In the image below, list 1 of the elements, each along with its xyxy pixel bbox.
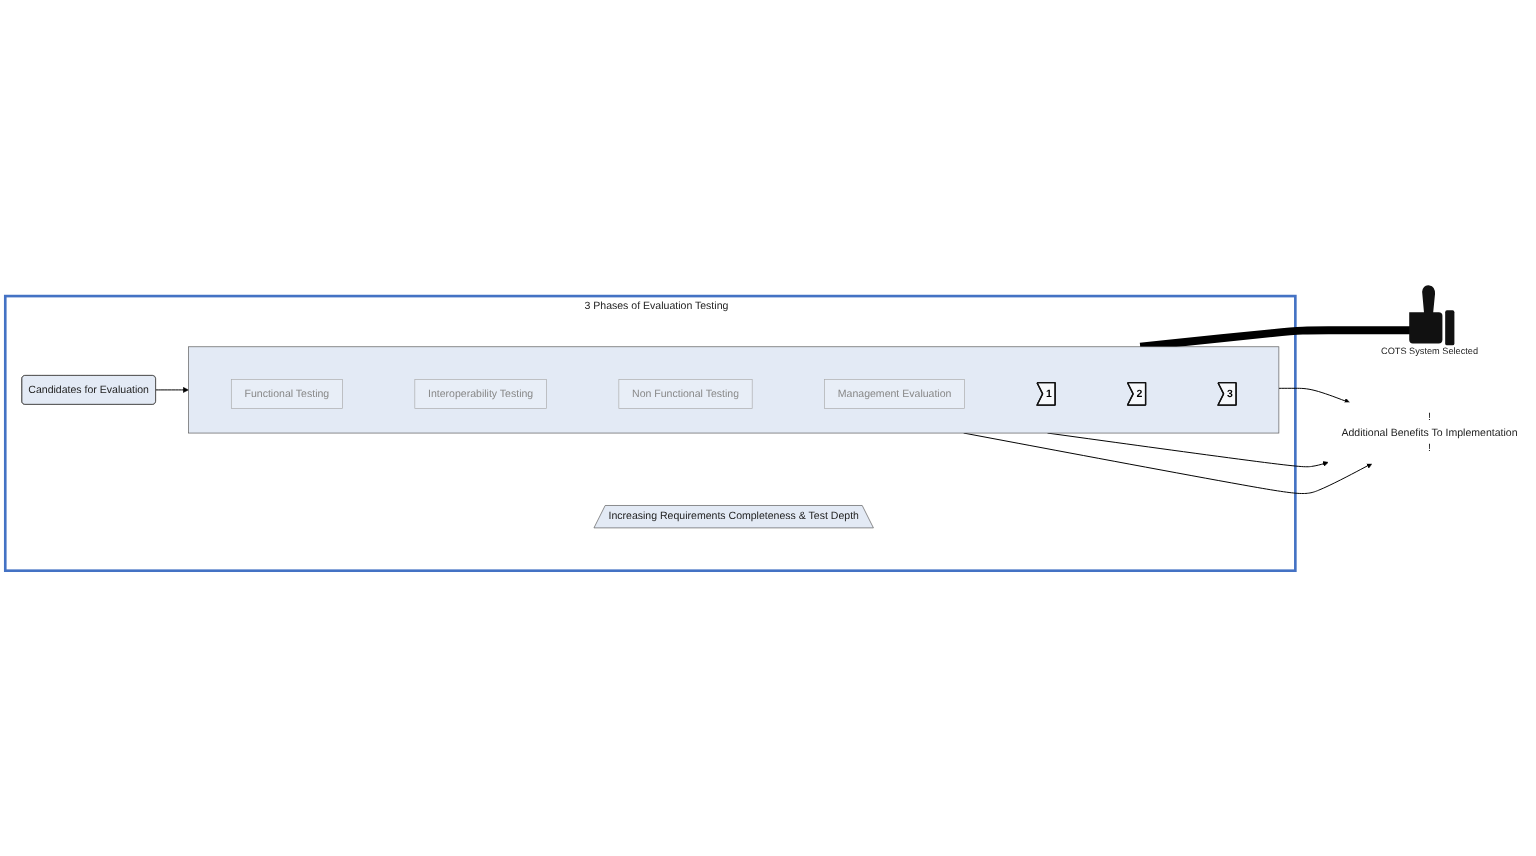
cluster	[188, 346, 1280, 434]
